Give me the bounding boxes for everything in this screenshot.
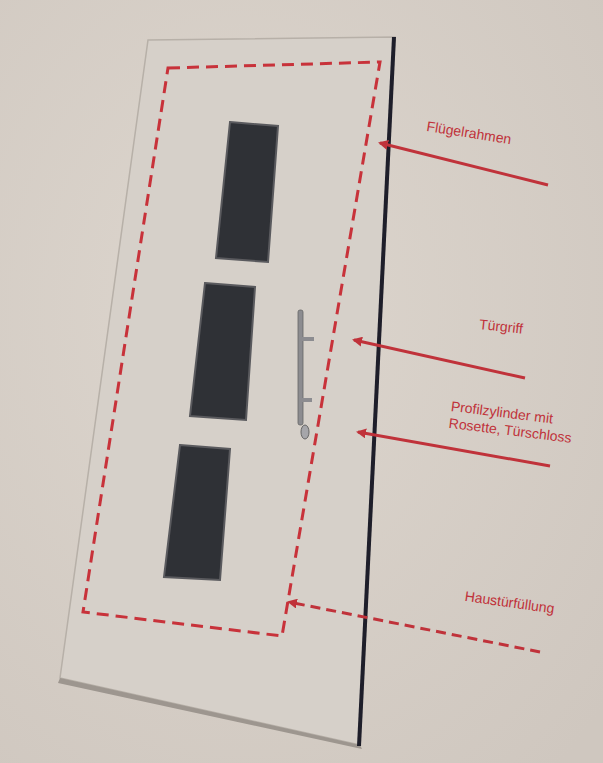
door-handle [298, 310, 303, 425]
door-bottom-edge [58, 678, 362, 749]
glass-pane [164, 445, 230, 580]
handle-bracket [302, 337, 314, 341]
door-leaf [60, 37, 395, 745]
infill-outline [83, 62, 380, 636]
handle-bracket [300, 398, 312, 402]
leader-arrow [354, 340, 525, 378]
leader-arrow [380, 143, 548, 185]
glass-pane [190, 283, 255, 420]
door-side-edge [359, 37, 394, 746]
lock-cylinder [301, 425, 309, 439]
glass-pane [216, 122, 278, 262]
